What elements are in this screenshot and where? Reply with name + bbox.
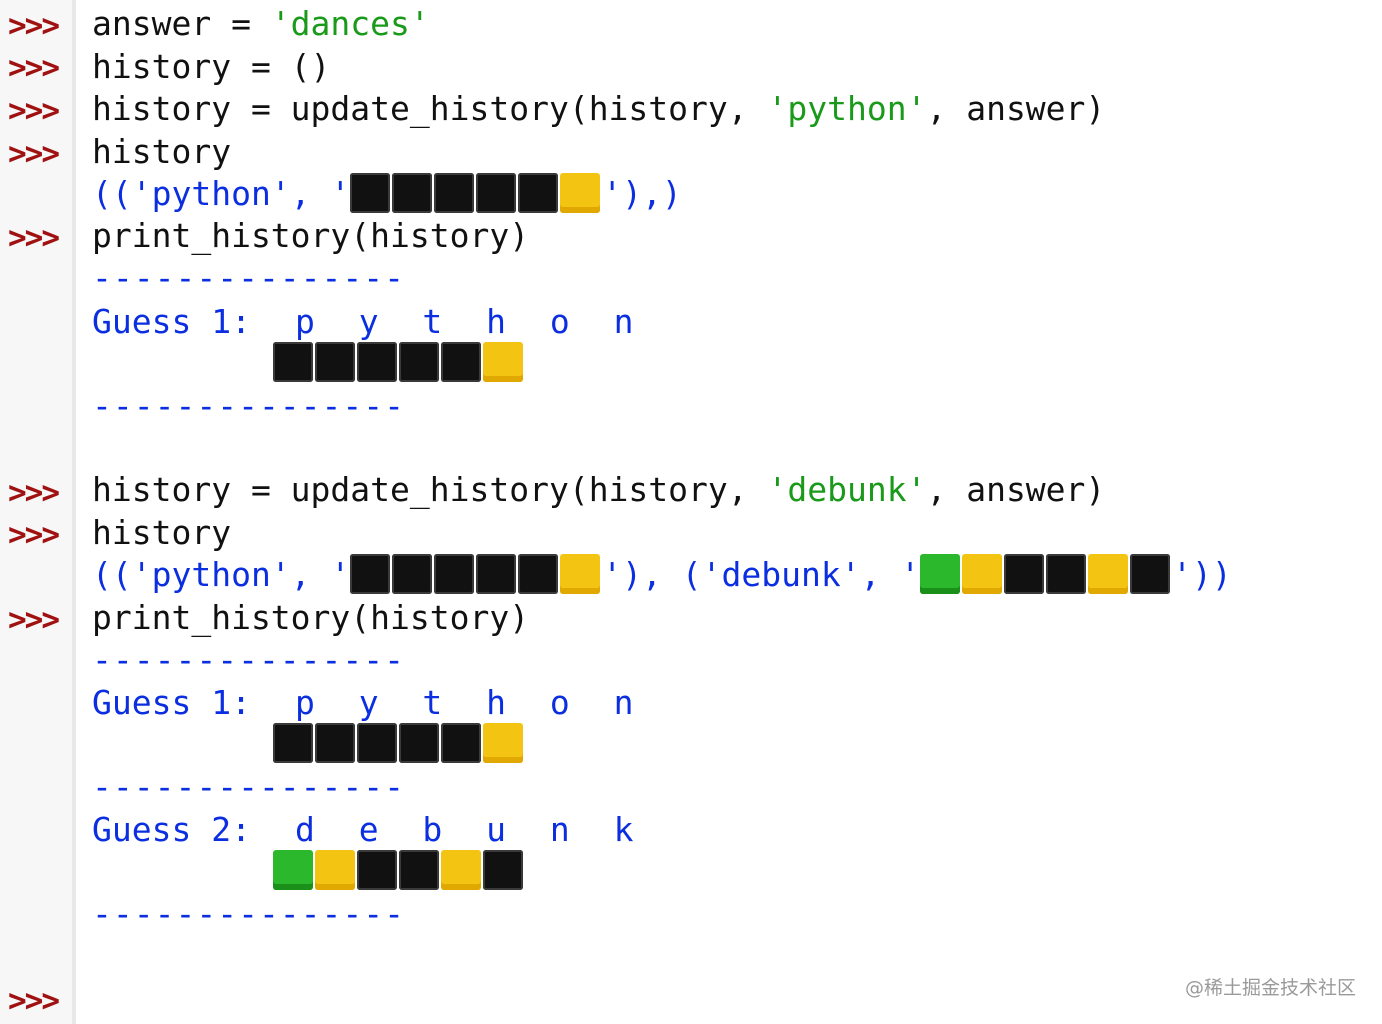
black-square-icon [476, 553, 517, 594]
output-text: (('python', ' [92, 174, 351, 213]
black-square-icon [399, 342, 439, 382]
code-line-update-debunk: history = update_history(history, 'debun… [92, 470, 1105, 510]
output-text: (('python', ' [92, 555, 351, 594]
black-square-icon [350, 172, 391, 213]
prompt-marker: >>> [8, 517, 60, 553]
black-square-icon [399, 723, 439, 763]
guess-label: Guess 1: [92, 683, 251, 722]
code-text: , answer) [926, 470, 1106, 509]
code-line-history: history [92, 132, 232, 171]
feedback-squares-python [273, 342, 525, 384]
code-text: answer = [92, 4, 271, 43]
feedback-squares-debunk [273, 850, 525, 892]
code-line-history-init: history = () [92, 47, 331, 86]
separator-dashes: --------------- [92, 767, 406, 806]
feedback-squares-python [350, 172, 602, 213]
black-square-icon [483, 850, 523, 890]
prompt-marker: >>> [8, 602, 60, 638]
black-square-icon [1046, 553, 1087, 594]
black-square-icon [273, 342, 313, 382]
code-line-answer: answer = 'dances' [92, 4, 430, 44]
code-text: , answer) [926, 89, 1106, 128]
string-literal: 'dances' [270, 4, 430, 43]
prompt-marker: >>> [8, 93, 60, 129]
output-history-tuple-2: (('python', ' '), ('debunk', ' ')) [92, 553, 1232, 595]
black-square-icon [441, 723, 481, 763]
black-square-icon [392, 172, 433, 213]
black-square-icon [434, 172, 475, 213]
black-square-icon [357, 723, 397, 763]
output-history-tuple-1: (('python', ' '),) [92, 172, 682, 214]
black-square-icon [350, 553, 391, 594]
guess-1-row: Guess 1: p y t h o n [92, 683, 646, 723]
green-square-icon [920, 553, 961, 594]
guess-word: d e b u n k [294, 810, 646, 849]
black-square-icon [1130, 553, 1171, 594]
yellow-square-icon [560, 553, 601, 594]
code-line-print-history: print_history(history) [92, 216, 530, 255]
black-square-icon [476, 172, 517, 213]
black-square-icon [518, 172, 559, 213]
prompt-marker-active[interactable]: >>> [8, 983, 60, 1019]
code-text: history = update_history(history, [92, 89, 768, 128]
guess-word: p y t h o n [294, 302, 646, 341]
prompt-marker: >>> [8, 475, 60, 511]
black-square-icon [273, 723, 313, 763]
black-square-icon [357, 850, 397, 890]
output-text: ')) [1172, 555, 1232, 594]
yellow-square-icon [441, 850, 481, 890]
black-square-icon [399, 850, 439, 890]
guess-label: Guess 1: [92, 302, 251, 341]
code-line-history: history [92, 513, 232, 552]
output-text: '),) [602, 174, 682, 213]
guess-2-row: Guess 2: d e b u n k [92, 810, 646, 850]
code-text: history = update_history(history, [92, 470, 768, 509]
feedback-squares-python [350, 553, 602, 594]
black-square-icon [315, 342, 355, 382]
black-square-icon [357, 342, 397, 382]
yellow-square-icon [315, 850, 355, 890]
separator-dashes: --------------- [92, 386, 406, 425]
separator-dashes: --------------- [92, 640, 406, 679]
watermark-text: @稀土掘金技术社区 [1184, 977, 1356, 999]
string-literal: 'debunk' [767, 470, 927, 509]
yellow-square-icon [962, 553, 1003, 594]
feedback-squares-python [273, 723, 525, 765]
separator-dashes: --------------- [92, 258, 406, 297]
yellow-square-icon [483, 342, 523, 382]
black-square-icon [1004, 553, 1045, 594]
string-literal: 'python' [767, 89, 927, 128]
feedback-squares-debunk [920, 553, 1172, 594]
green-square-icon [273, 850, 313, 890]
yellow-square-icon [483, 723, 523, 763]
code-line-print-history: print_history(history) [92, 598, 530, 637]
code-line-update-python: history = update_history(history, 'pytho… [92, 89, 1105, 129]
black-square-icon [434, 553, 475, 594]
prompt-marker: >>> [8, 220, 60, 256]
black-square-icon [518, 553, 559, 594]
black-square-icon [315, 723, 355, 763]
output-text: '), ('debunk', ' [602, 555, 921, 594]
yellow-square-icon [560, 172, 601, 213]
black-square-icon [441, 342, 481, 382]
yellow-square-icon [1088, 553, 1129, 594]
prompt-marker: >>> [8, 50, 60, 86]
prompt-gutter [0, 0, 76, 1024]
guess-1-row: Guess 1: p y t h o n [92, 302, 646, 342]
guess-word: p y t h o n [294, 683, 646, 722]
prompt-marker: >>> [8, 8, 60, 44]
prompt-marker: >>> [8, 136, 60, 172]
guess-label: Guess 2: [92, 810, 251, 849]
black-square-icon [392, 553, 433, 594]
separator-dashes: --------------- [92, 894, 406, 933]
